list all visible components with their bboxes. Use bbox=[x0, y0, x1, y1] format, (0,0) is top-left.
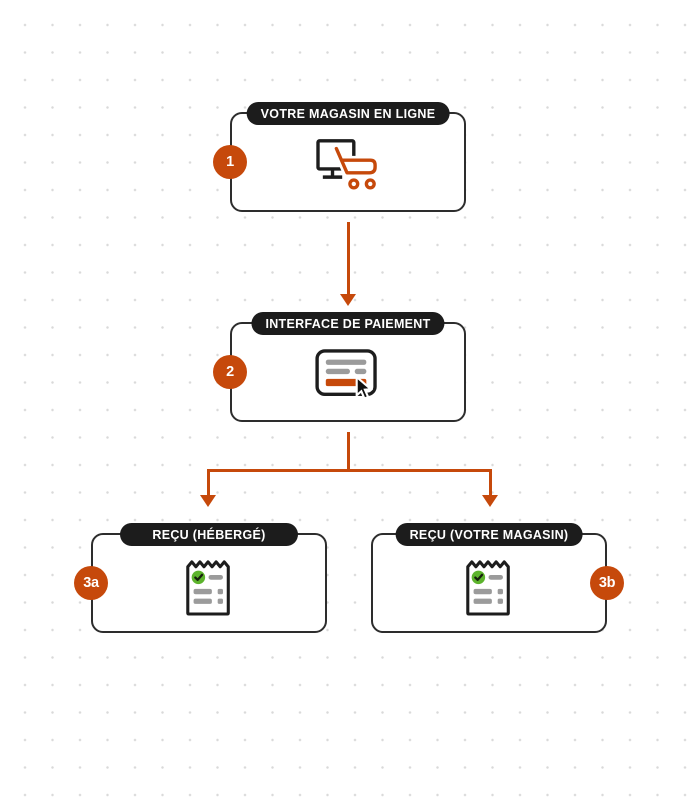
step-badge-2: 2 bbox=[213, 355, 247, 389]
connector-branch-bar bbox=[207, 469, 492, 472]
step-badge-3b: 3b bbox=[590, 566, 624, 600]
arrow-to-receipt-hosted-line bbox=[207, 469, 210, 496]
receipt-check-icon bbox=[462, 557, 516, 617]
step-badge-3a: 3a bbox=[74, 566, 108, 600]
monitor-shopping-cart-icon bbox=[309, 136, 387, 196]
node-label-pill: REÇU (VOTRE MAGASIN) bbox=[395, 523, 583, 546]
node-interface-de-paiement: INTERFACE DE PAIEMENT 2 bbox=[213, 312, 466, 422]
connector-branch-stem bbox=[347, 432, 350, 471]
node-recu-heberge: REÇU (HÉBERGÉ) 3a bbox=[74, 523, 327, 633]
arrow-to-receipt-hosted-head bbox=[200, 495, 216, 507]
node-label: INTERFACE DE PAIEMENT bbox=[265, 316, 431, 331]
node-label: REÇU (HÉBERGÉ) bbox=[152, 527, 266, 542]
step-badge-1: 1 bbox=[213, 145, 247, 179]
arrow-store-to-payment-line bbox=[347, 222, 350, 295]
node-label-pill: INTERFACE DE PAIEMENT bbox=[251, 312, 445, 335]
payment-form-cursor-icon bbox=[314, 348, 382, 404]
cursor-pointer-icon bbox=[355, 374, 374, 401]
node-label: REÇU (VOTRE MAGASIN) bbox=[409, 527, 569, 542]
node-label: VOTRE MAGASIN EN LIGNE bbox=[260, 106, 436, 121]
node-label-pill: VOTRE MAGASIN EN LIGNE bbox=[246, 102, 450, 125]
arrow-store-to-payment-head bbox=[340, 294, 356, 306]
node-votre-magasin-en-ligne: VOTRE MAGASIN EN LIGNE 1 bbox=[213, 102, 466, 212]
arrow-to-receipt-store-head bbox=[482, 495, 498, 507]
arrow-to-receipt-store-line bbox=[489, 469, 492, 496]
node-recu-votre-magasin: REÇU (VOTRE MAGASIN) 3b bbox=[371, 523, 624, 633]
node-label-pill: REÇU (HÉBERGÉ) bbox=[120, 523, 298, 546]
receipt-check-icon bbox=[182, 557, 236, 617]
